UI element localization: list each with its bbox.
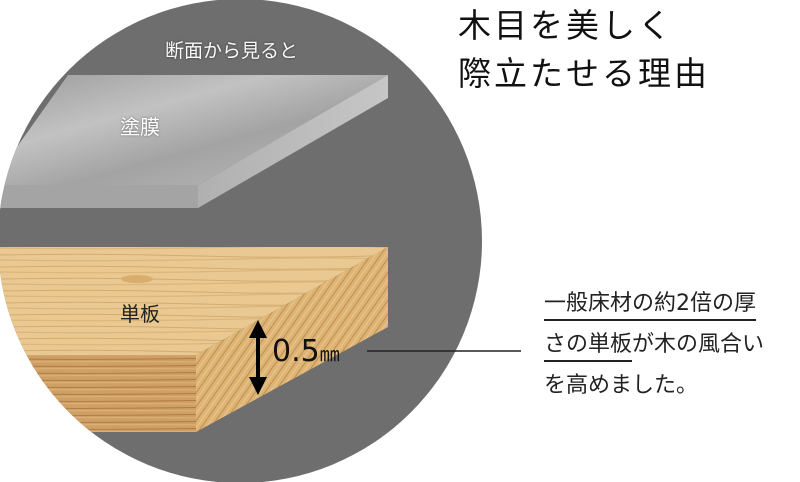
thickness-unit: ㎜ bbox=[319, 342, 340, 366]
veneer-front-face bbox=[0, 355, 196, 432]
cross-section-view-label: 断面から見ると bbox=[165, 40, 299, 62]
description-line-1-text: 一般床材の約2倍の厚 bbox=[544, 291, 756, 316]
thickness-value: 0.5 bbox=[272, 334, 320, 369]
description-line-2-underlined: さの単板 bbox=[544, 332, 633, 357]
description-text: 一般床材の約2倍の厚 さの単板が木の風合い を高めました。 bbox=[544, 283, 764, 406]
title-line-2: 際立たせる理由 bbox=[458, 54, 710, 93]
vertical-double-arrow-icon bbox=[249, 320, 267, 395]
veneer-top-face bbox=[0, 247, 388, 355]
coating-side-face bbox=[198, 75, 388, 208]
thickness-dimension: 0.5㎜ bbox=[272, 332, 340, 374]
wood-knot bbox=[121, 275, 153, 283]
description-line-3: を高めました。 bbox=[544, 373, 699, 398]
veneer-side-face bbox=[196, 247, 388, 432]
veneer-label: 単板 bbox=[120, 302, 160, 326]
title-line-1: 木目を美しく bbox=[458, 6, 674, 45]
coating-label: 塗膜 bbox=[120, 115, 160, 139]
description-line-1: 一般床材の約2倍の厚 bbox=[544, 283, 764, 324]
page-title: 木目を美しく 際立たせる理由 bbox=[458, 2, 710, 98]
coating-front-face bbox=[0, 185, 198, 208]
coating-top-face bbox=[0, 75, 388, 185]
description-line-2: さの単板が木の風合い bbox=[544, 324, 764, 365]
description-line-2-rest: が木の風合い bbox=[632, 332, 765, 357]
